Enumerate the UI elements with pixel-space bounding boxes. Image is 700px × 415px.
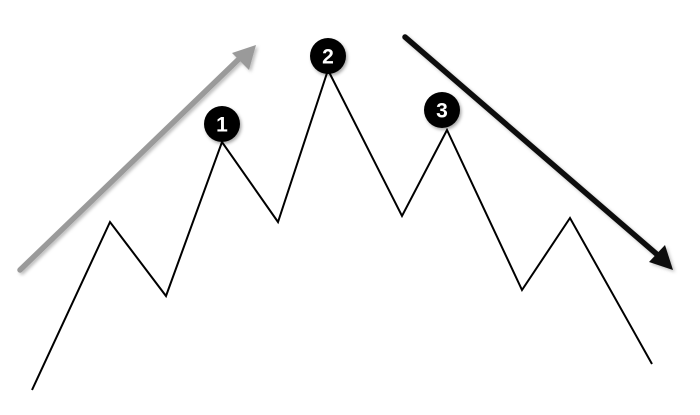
marker-2-label: 2 bbox=[322, 46, 334, 69]
marker-2-circle bbox=[310, 38, 346, 74]
marker-3-circle bbox=[424, 92, 460, 128]
marker-2-head: 2 bbox=[310, 38, 346, 74]
uptrend-arrow bbox=[17, 45, 256, 273]
downtrend-arrow-shaft bbox=[402, 34, 663, 260]
uptrend-arrow-head bbox=[232, 45, 256, 70]
marker-3-right-shoulder: 3 bbox=[424, 92, 460, 128]
marker-1-left-shoulder: 1 bbox=[204, 106, 240, 142]
uptrend-arrow-shaft bbox=[17, 55, 243, 273]
downtrend-arrow-head bbox=[649, 245, 673, 270]
price-line bbox=[31, 67, 653, 391]
downtrend-arrow bbox=[402, 34, 673, 270]
marker-3-label: 3 bbox=[436, 100, 448, 123]
marker-1-label: 1 bbox=[216, 114, 228, 137]
marker-1-circle bbox=[204, 106, 240, 142]
